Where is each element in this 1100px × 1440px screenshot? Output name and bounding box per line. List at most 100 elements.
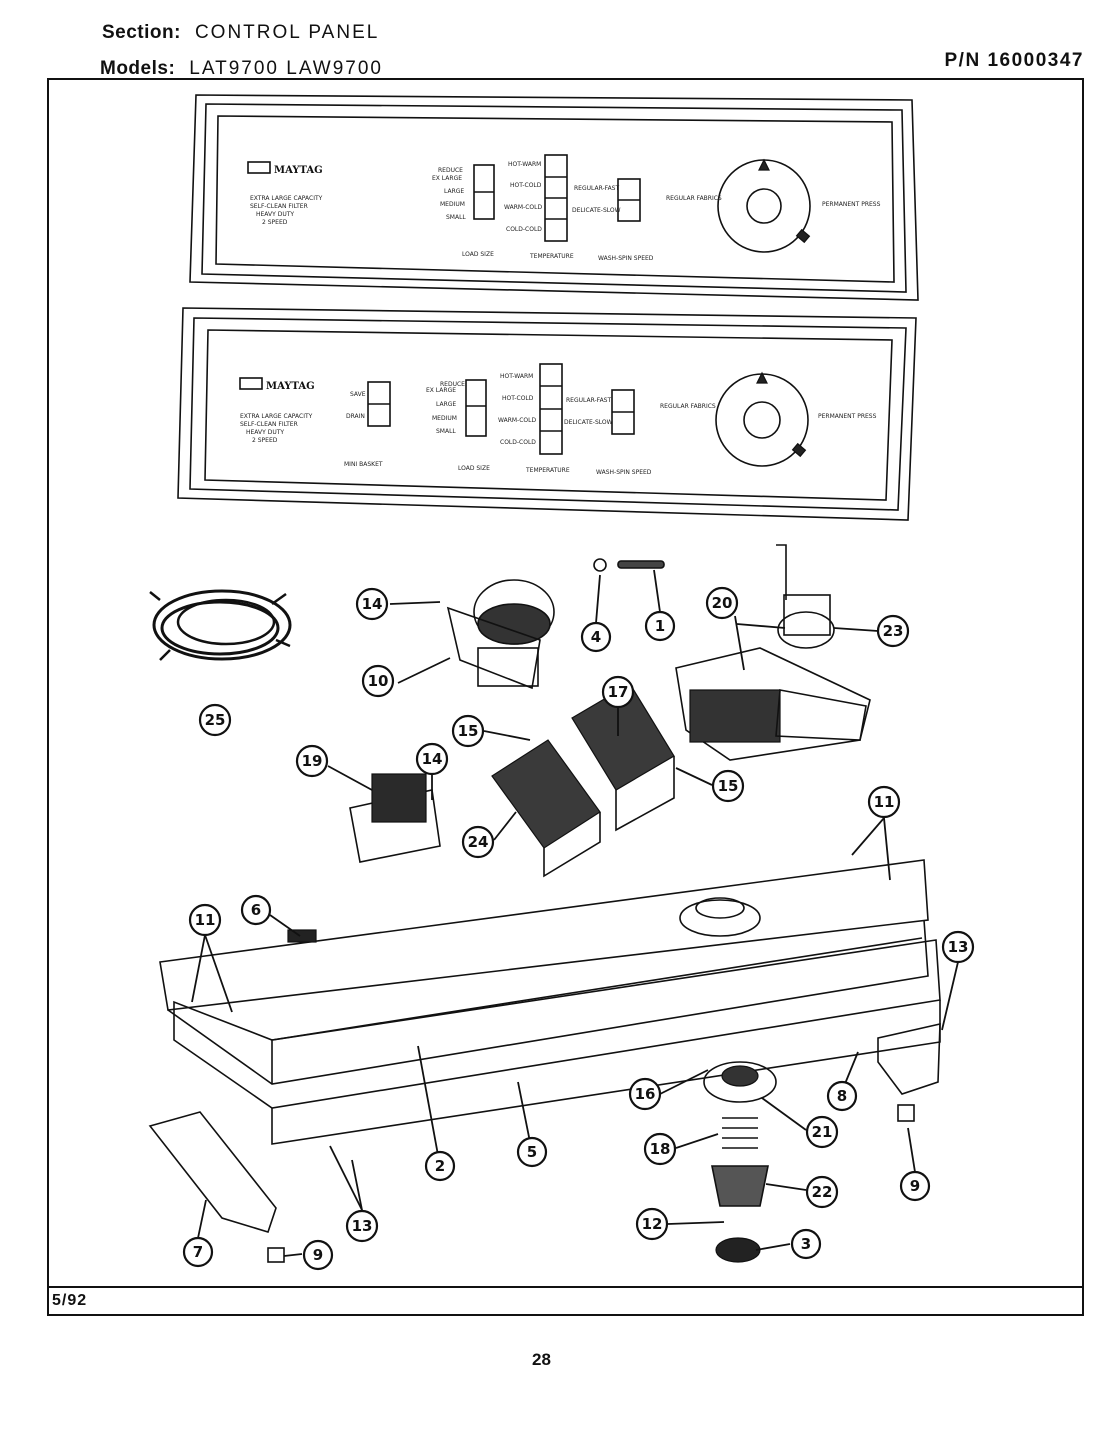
timer-dial-bottom bbox=[715, 373, 809, 467]
temp-opt-bottom-1: HOT-COLD bbox=[502, 395, 534, 402]
sect-bottom-2: TEMPERATURE bbox=[525, 467, 570, 474]
callout: 16 bbox=[628, 1077, 662, 1111]
part-clip-6 bbox=[287, 929, 317, 943]
load-opt-bottom-3: MEDIUM bbox=[432, 415, 457, 422]
leader-lines bbox=[191, 569, 959, 1257]
svg-text:1: 1 bbox=[655, 617, 665, 635]
part-nut-9b bbox=[267, 1247, 285, 1263]
speed-opt-top-0: REGULAR-FAST bbox=[574, 185, 619, 192]
part-timer bbox=[446, 579, 555, 690]
svg-text:7: 7 bbox=[193, 1243, 203, 1261]
speed-opt-bottom-0: REGULAR-FAST bbox=[566, 397, 611, 404]
diagram-frame bbox=[47, 78, 1084, 1316]
svg-text:22: 22 bbox=[812, 1183, 833, 1201]
part-end-bracket-right bbox=[877, 1022, 941, 1095]
speed-opt-bottom-1: DELICATE-SLOW bbox=[564, 419, 613, 426]
svg-text:9: 9 bbox=[910, 1177, 920, 1195]
load-opt-bottom-1: EX LARGE bbox=[426, 387, 456, 394]
svg-text:13: 13 bbox=[948, 938, 969, 956]
timer-dial-top bbox=[717, 159, 811, 253]
maytag-logo-top bbox=[247, 161, 271, 174]
svg-text:14: 14 bbox=[422, 750, 443, 768]
temp-opt-top-1: HOT-COLD bbox=[510, 182, 542, 189]
callout: 15 bbox=[451, 714, 485, 748]
control-panel-bottom: MAYTAG EXTRA LARGE CAPACITY SELF-CLEAN F… bbox=[177, 307, 917, 521]
part-switches bbox=[491, 683, 675, 878]
load-opt-bottom-2: LARGE bbox=[436, 401, 456, 408]
models-header: Models: LAT9700 LAW9700 bbox=[100, 58, 383, 80]
desc-bottom-3: HEAVY DUTY bbox=[246, 429, 284, 436]
callout: 18 bbox=[643, 1132, 677, 1166]
svg-text:23: 23 bbox=[883, 622, 904, 640]
footer-divider bbox=[49, 1286, 1082, 1288]
brand-top: MAYTAG bbox=[274, 165, 323, 176]
callout: 8 bbox=[826, 1080, 858, 1112]
callout: 20 bbox=[705, 586, 739, 620]
callout: 5 bbox=[516, 1136, 548, 1168]
temp-opt-top-2: WARM-COLD bbox=[504, 204, 542, 211]
page-number: 28 bbox=[532, 1350, 551, 1369]
svg-text:25: 25 bbox=[205, 711, 226, 729]
desc-top-3: HEAVY DUTY bbox=[256, 211, 294, 218]
callout: 13 bbox=[345, 1209, 379, 1243]
dial-bottom-0: REGULAR FABRICS bbox=[660, 403, 716, 410]
svg-text:18: 18 bbox=[650, 1140, 671, 1158]
temp-opt-top-0: HOT-WARM bbox=[508, 161, 541, 168]
desc-bottom-2: SELF-CLEAN FILTER bbox=[240, 421, 298, 428]
load-opt-top-1: EX LARGE bbox=[432, 175, 462, 182]
svg-text:19: 19 bbox=[302, 752, 323, 770]
sect-top-2: WASH-SPIN SPEED bbox=[598, 255, 654, 262]
svg-text:20: 20 bbox=[712, 594, 733, 612]
models-value: LAT9700 LAW9700 bbox=[189, 58, 383, 79]
svg-text:4: 4 bbox=[591, 628, 601, 646]
rinse-opt-1: DRAIN bbox=[346, 413, 365, 420]
callout: 1 bbox=[644, 610, 676, 642]
sect-bottom-1: LOAD SIZE bbox=[458, 465, 490, 472]
svg-text:10: 10 bbox=[368, 672, 389, 690]
callout: 7 bbox=[182, 1236, 214, 1268]
callout: 14 bbox=[415, 742, 449, 776]
sect-top-0: LOAD SIZE bbox=[462, 251, 494, 258]
load-opt-top-4: SMALL bbox=[446, 214, 466, 221]
desc-bottom-4: 2 SPEED bbox=[252, 437, 278, 444]
callout: 24 bbox=[461, 825, 495, 859]
svg-text:8: 8 bbox=[837, 1087, 847, 1105]
callout: 11 bbox=[188, 903, 222, 937]
temp-opt-bottom-2: WARM-COLD bbox=[498, 417, 536, 424]
section-header: Section:CONTROL PANEL bbox=[102, 22, 379, 44]
callout: 13 bbox=[941, 930, 975, 964]
temp-opt-bottom-3: COLD-COLD bbox=[500, 439, 536, 446]
desc-top-1: EXTRA LARGE CAPACITY bbox=[250, 195, 323, 202]
svg-text:11: 11 bbox=[874, 793, 895, 811]
part-number: P/N 16000347 bbox=[944, 50, 1084, 71]
callout-numbers: 1 2 3 4 5 6 7 8 9 9 10 11 11 12 13 13 14… bbox=[182, 586, 975, 1271]
callout: 3 bbox=[790, 1228, 822, 1260]
dial-top-0: REGULAR FABRICS bbox=[666, 195, 722, 202]
svg-text:6: 6 bbox=[251, 901, 261, 919]
part-wire-harness bbox=[149, 589, 292, 661]
part-drive-stack bbox=[703, 1061, 777, 1263]
sect-bottom-0: MINI BASKET bbox=[344, 461, 383, 468]
dial-top-1: PERMANENT PRESS bbox=[822, 201, 881, 208]
part-main-brackets bbox=[159, 859, 941, 1145]
callout: 22 bbox=[805, 1175, 839, 1209]
svg-text:17: 17 bbox=[608, 683, 629, 701]
sect-bottom-3: WASH-SPIN SPEED bbox=[596, 469, 652, 476]
part-spring bbox=[617, 560, 665, 569]
load-opt-bottom-4: SMALL bbox=[436, 428, 456, 435]
svg-text:9: 9 bbox=[313, 1246, 323, 1264]
part-nut-9a bbox=[897, 1104, 915, 1122]
callout: 10 bbox=[361, 664, 395, 698]
callout: 14 bbox=[355, 587, 389, 621]
svg-text:24: 24 bbox=[468, 833, 489, 851]
callout: 25 bbox=[198, 703, 232, 737]
svg-text:2: 2 bbox=[435, 1157, 445, 1175]
svg-text:12: 12 bbox=[642, 1215, 663, 1233]
temp-opt-top-3: COLD-COLD bbox=[506, 226, 542, 233]
control-panel-top: MAYTAG EXTRA LARGE CAPACITY SELF-CLEAN F… bbox=[189, 94, 919, 301]
part-push-switch bbox=[349, 773, 441, 863]
callout: 19 bbox=[295, 744, 329, 778]
callout: 9 bbox=[899, 1170, 931, 1202]
models-label: Models: bbox=[100, 58, 176, 79]
svg-text:11: 11 bbox=[195, 911, 216, 929]
